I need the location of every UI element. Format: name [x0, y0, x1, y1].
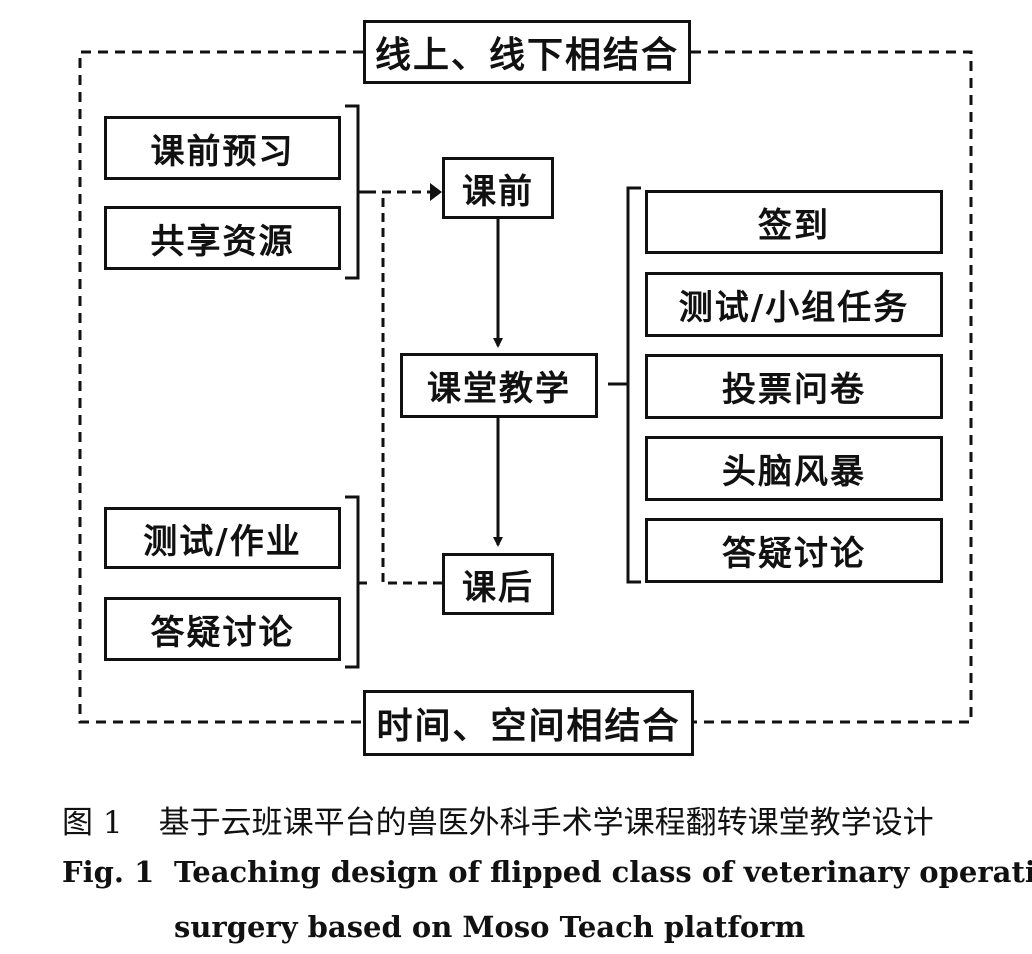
figure-number-chinese: 图 1 [62, 805, 123, 841]
activity-test-group-task: 测试/小组任务 [645, 272, 943, 337]
flow-in-class: 课堂教学 [400, 353, 598, 418]
brace-post-class [345, 495, 367, 669]
activity-sign-in: 签到 [645, 190, 943, 254]
activity-test-group-task-text: 测试/小组任务 [678, 288, 910, 328]
pre-class-item-resources-text: 共享资源 [150, 221, 295, 262]
diagram-lines [78, 50, 973, 724]
activity-vote-survey: 投票问卷 [645, 354, 943, 419]
brace-in-class [608, 186, 641, 584]
activity-sign-in-text: 签到 [758, 205, 830, 246]
post-class-item-homework-text: 测试/作业 [143, 521, 302, 562]
activity-brainstorm: 头脑风暴 [645, 436, 943, 501]
header-online-offline-text: 线上、线下相结合 [374, 35, 679, 76]
flow-pre-class-text: 课前 [462, 171, 534, 212]
header-online-offline: 线上、线下相结合 [363, 20, 691, 84]
post-class-item-qa: 答疑讨论 [104, 597, 341, 661]
activity-qa-discussion: 答疑讨论 [645, 518, 943, 583]
activity-vote-survey-text: 投票问卷 [722, 370, 866, 410]
figure-caption-english-line2: surgery based on Moso Teach platform [174, 910, 805, 944]
dashed-arrowhead [430, 183, 442, 201]
figure-title-english-line2: surgery based on Moso Teach platform [174, 910, 806, 944]
activity-qa-discussion-text: 答疑讨论 [722, 534, 866, 574]
figure-caption-english-line1: Fig. 1 Teaching design of flipped class o… [62, 855, 1032, 889]
brace-pre-class [345, 104, 367, 280]
post-class-item-qa-text: 答疑讨论 [150, 612, 295, 653]
activity-brainstorm-text: 头脑风暴 [722, 452, 866, 492]
flow-post-class-text: 课后 [462, 567, 534, 608]
flow-pre-class: 课前 [442, 157, 554, 219]
header-time-space-text: 时间、空间相结合 [376, 706, 681, 747]
figure-caption-chinese: 图 1 基于云班课平台的兽医外科手术学课程翻转课堂教学设计 [62, 797, 934, 842]
pre-class-item-resources: 共享资源 [104, 206, 341, 270]
dashed-connector [367, 190, 442, 585]
figure-title-english-line1: Teaching design of flipped class of vete… [174, 855, 1032, 889]
post-class-item-homework: 测试/作业 [104, 507, 341, 569]
flow-post-class: 课后 [442, 553, 554, 615]
figure-title-chinese: 基于云班课平台的兽医外科手术学课程翻转课堂教学设计 [158, 805, 934, 841]
outer-dashed-frame [78, 50, 973, 724]
pre-class-item-preview-text: 课前预习 [150, 131, 295, 172]
figure-number-english: Fig. 1 [62, 855, 155, 889]
flow-in-class-text: 课堂教学 [427, 369, 571, 409]
pre-class-item-preview: 课前预习 [104, 116, 341, 180]
header-time-space: 时间、空间相结合 [363, 690, 694, 756]
